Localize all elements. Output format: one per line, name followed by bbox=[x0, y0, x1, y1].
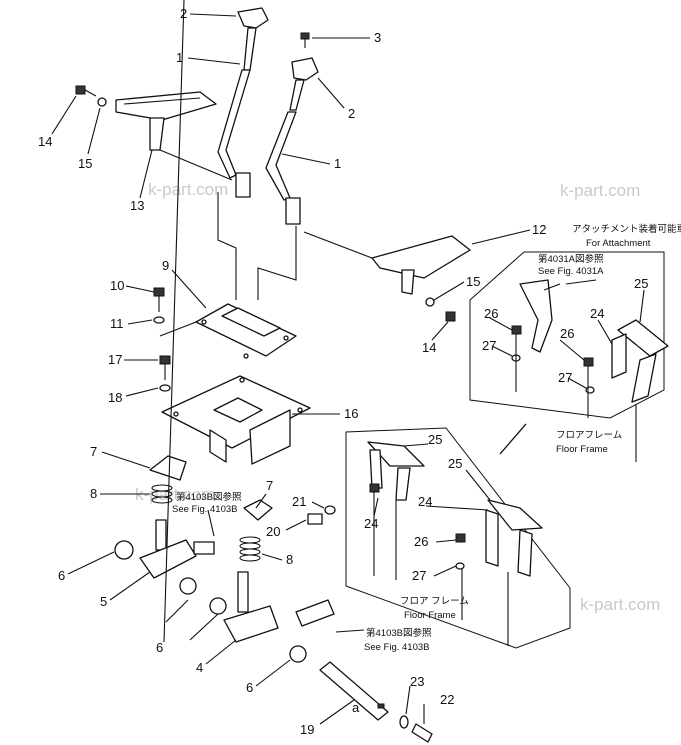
bolts-20-21 bbox=[307, 505, 336, 525]
callout-22: 22 bbox=[440, 692, 454, 707]
bolts-17-18 bbox=[159, 355, 171, 392]
callout-25: 25 bbox=[448, 456, 462, 471]
callout-8: 8 bbox=[90, 486, 97, 501]
watermark-1: k-part.com bbox=[148, 180, 228, 199]
lever-left bbox=[217, 7, 269, 198]
callout-6: 6 bbox=[156, 640, 163, 655]
callout-12: 12 bbox=[532, 222, 546, 237]
rod-19 bbox=[319, 661, 389, 721]
note-floor-en-1: Floor Frame bbox=[556, 444, 608, 455]
note-floor-jp-2: フロア フレーム bbox=[400, 596, 469, 607]
spring-8-left bbox=[151, 484, 173, 504]
block-7-left bbox=[149, 455, 187, 481]
callout-numbers: 2 1 3 2 1 14 15 13 12 15 14 9 10 11 17 1… bbox=[38, 6, 648, 737]
bolts-26-27-attachment bbox=[511, 325, 595, 418]
callout-19: 19 bbox=[300, 722, 314, 737]
bolts-10-11 bbox=[153, 287, 165, 324]
callout-25: 25 bbox=[634, 276, 648, 291]
callout-7: 7 bbox=[90, 444, 97, 459]
callout-16: 16 bbox=[344, 406, 358, 421]
leader-lines bbox=[51, 0, 645, 725]
callout-27: 27 bbox=[482, 338, 496, 353]
callout-14: 14 bbox=[38, 134, 52, 149]
attachment-panel bbox=[469, 251, 665, 419]
callout-21: 21 bbox=[292, 494, 306, 509]
bolts-26-27-floor bbox=[369, 483, 509, 646]
note-see4031-jp: 第4031A図参照 bbox=[538, 253, 604, 265]
callout-26: 26 bbox=[414, 534, 428, 549]
floor-panel bbox=[345, 427, 571, 649]
callout-24: 24 bbox=[590, 306, 604, 321]
pedal-25-floor-a bbox=[367, 441, 425, 501]
callout-10: 10 bbox=[110, 278, 124, 293]
plate-16 bbox=[161, 375, 311, 465]
spring-8-right bbox=[239, 536, 261, 562]
callout-27: 27 bbox=[558, 370, 572, 385]
callout-4: 4 bbox=[196, 660, 203, 675]
callout-1: 1 bbox=[334, 156, 341, 171]
pedal-25-attachment bbox=[611, 319, 669, 403]
note-attachment-jp: アタッチメント装着可能車 bbox=[572, 223, 681, 235]
note-see4103-en-1: See Fig. 4103B bbox=[172, 504, 238, 515]
callout-7: 7 bbox=[266, 478, 273, 493]
cover-9 bbox=[159, 303, 297, 359]
callout-6: 6 bbox=[246, 680, 253, 695]
callout-27: 27 bbox=[412, 568, 426, 583]
callout-5: 5 bbox=[100, 594, 107, 609]
note-floor-jp-1: フロアフレーム bbox=[556, 430, 622, 441]
watermark-4: k-part.com bbox=[580, 595, 660, 614]
notes: アタッチメント装着可能車 For Attachment 第4031A図参照 Se… bbox=[172, 223, 681, 653]
callout-20: 20 bbox=[266, 524, 280, 539]
callout-15: 15 bbox=[78, 156, 92, 171]
block-7-right bbox=[243, 499, 273, 521]
callout-3: 3 bbox=[374, 30, 381, 45]
pedal-13 bbox=[115, 91, 217, 151]
callout-24: 24 bbox=[364, 516, 378, 531]
callout-8: 8 bbox=[286, 552, 293, 567]
callout-23: 23 bbox=[410, 674, 424, 689]
note-see4103-jp-2: 第4103B図参照 bbox=[366, 627, 432, 639]
note-attachment-en: For Attachment bbox=[586, 238, 651, 249]
pedal-25-floor-b bbox=[485, 499, 543, 577]
watermark-2: k-part.com bbox=[560, 181, 640, 200]
lever-right bbox=[265, 57, 319, 225]
callout-a: a bbox=[352, 700, 360, 715]
callout-13: 13 bbox=[130, 198, 144, 213]
callout-2: 2 bbox=[180, 6, 187, 21]
bolts-14-15 bbox=[75, 85, 456, 322]
callout-1: 1 bbox=[176, 50, 183, 65]
callout-26: 26 bbox=[560, 326, 574, 341]
double-arrow bbox=[499, 423, 527, 455]
callout-26: 26 bbox=[484, 306, 498, 321]
callout-15: 15 bbox=[466, 274, 480, 289]
note-see4031-en: See Fig. 4031A bbox=[538, 266, 604, 277]
callout-11: 11 bbox=[110, 316, 124, 331]
shaft-4 bbox=[223, 571, 335, 643]
note-see4103-en-2: See Fig. 4103B bbox=[364, 642, 430, 653]
link-4031a bbox=[519, 279, 553, 353]
callout-18: 18 bbox=[108, 390, 122, 405]
callout-2: 2 bbox=[348, 106, 355, 121]
callout-25: 25 bbox=[428, 432, 442, 447]
callout-17: 17 bbox=[108, 352, 122, 367]
note-floor-en-2: Floor Frame bbox=[404, 610, 456, 621]
callout-24: 24 bbox=[418, 494, 432, 509]
callout-6: 6 bbox=[58, 568, 65, 583]
bolt-22-washer-23 bbox=[399, 715, 433, 743]
shaft-5 bbox=[139, 519, 215, 579]
bolt-3 bbox=[300, 32, 310, 48]
callout-9: 9 bbox=[162, 258, 169, 273]
pedal-12 bbox=[371, 235, 471, 295]
note-see4103-jp-1: 第4103B図参照 bbox=[176, 491, 242, 503]
callout-14: 14 bbox=[422, 340, 436, 355]
